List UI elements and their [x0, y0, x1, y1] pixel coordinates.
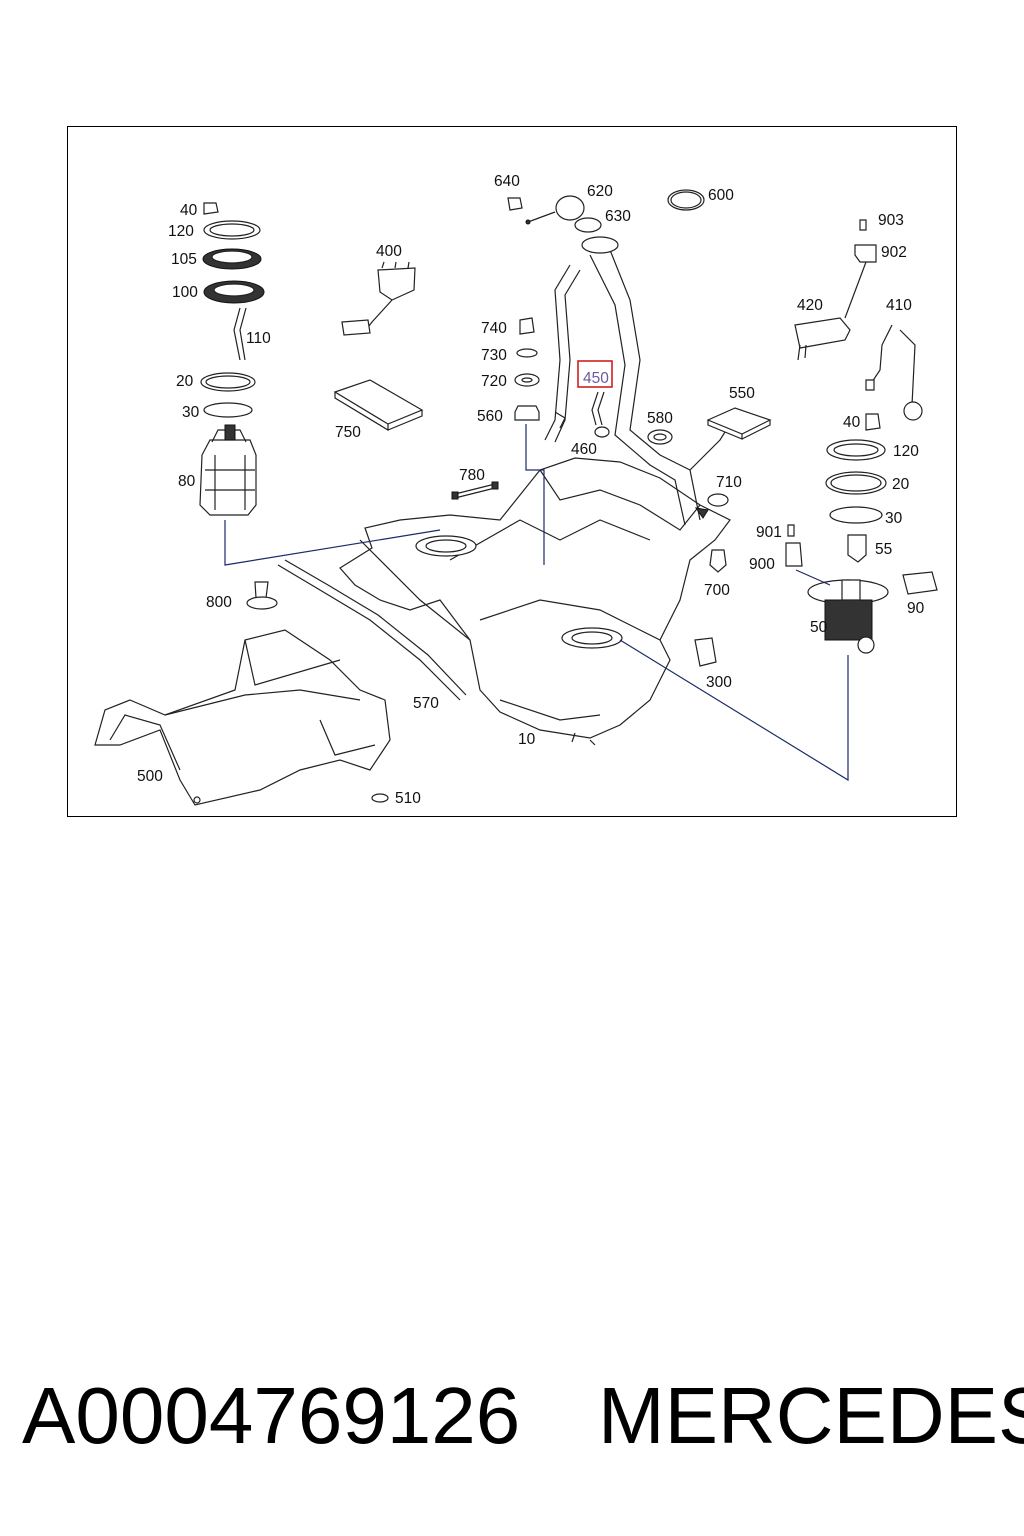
callout-40-right: 40 — [843, 414, 861, 431]
callout-90: 90 — [907, 600, 925, 617]
callout-40-left: 40 — [180, 202, 198, 219]
callout-550: 550 — [729, 385, 755, 402]
pad-750 — [333, 379, 424, 432]
callout-20-right: 20 — [892, 476, 910, 493]
callout-780: 780 — [459, 467, 485, 484]
callout-620: 620 — [587, 183, 613, 200]
callout-120-left: 120 — [168, 223, 194, 240]
caption: A0004769126 MERCEDES — [0, 1370, 1024, 1470]
callout-580: 580 — [647, 410, 673, 427]
grommet-580 — [647, 429, 673, 445]
callout-labels: 640 620 630 600 40 120 105 100 110 400 9… — [137, 173, 925, 807]
callout-400: 400 — [376, 243, 402, 260]
callout-600: 600 — [708, 187, 734, 204]
brand-name: MERCEDES — [598, 1371, 1024, 1460]
callout-30-left: 30 — [182, 404, 200, 421]
callout-20-left: 20 — [176, 373, 194, 390]
callout-30-right: 30 — [885, 510, 903, 527]
hose-450 — [554, 391, 610, 438]
callout-900: 900 — [749, 556, 775, 573]
callout-640: 640 — [494, 173, 520, 190]
left-pump-assembly — [199, 202, 265, 516]
right-pump-assembly — [785, 413, 938, 654]
part-number: A0004769126 — [22, 1371, 521, 1460]
heat-shield — [94, 629, 391, 806]
callout-560: 560 — [477, 408, 503, 425]
callout-460: 460 — [571, 441, 597, 458]
callout-80: 80 — [178, 473, 196, 490]
callout-902: 902 — [881, 244, 907, 261]
callout-700: 700 — [704, 582, 730, 599]
filler-cap — [507, 189, 705, 233]
callout-450: 450 — [583, 370, 609, 387]
pad-550 — [706, 407, 772, 440]
callout-901: 901 — [756, 524, 782, 541]
highlight-box-450 — [577, 360, 613, 388]
callout-740: 740 — [481, 320, 507, 337]
callout-500: 500 — [137, 768, 163, 785]
callout-710: 710 — [716, 474, 742, 491]
callout-10: 10 — [518, 731, 536, 748]
misc-hardware — [246, 481, 729, 803]
callout-105: 105 — [171, 251, 197, 268]
callout-800: 800 — [206, 594, 232, 611]
callout-50: 50 — [810, 619, 828, 636]
callout-630: 630 — [605, 208, 631, 225]
callout-120-right: 120 — [893, 443, 919, 460]
fuel-tank — [339, 457, 731, 746]
strap — [277, 559, 467, 701]
leader-lines — [224, 424, 849, 782]
callout-720: 720 — [481, 373, 507, 390]
pressure-sensor — [794, 219, 923, 421]
callout-420: 420 — [797, 297, 823, 314]
callout-300: 300 — [706, 674, 732, 691]
level-sender — [341, 261, 416, 336]
callout-730: 730 — [481, 347, 507, 364]
callout-110: 110 — [246, 330, 271, 347]
mount-hardware — [514, 317, 540, 421]
callout-410: 410 — [886, 297, 912, 314]
callout-750: 750 — [335, 424, 361, 441]
callout-55: 55 — [875, 541, 892, 558]
filler-neck — [544, 236, 726, 526]
callout-570: 570 — [413, 695, 439, 712]
callout-903: 903 — [878, 212, 904, 229]
callout-100: 100 — [172, 284, 198, 301]
callout-510: 510 — [395, 790, 421, 807]
